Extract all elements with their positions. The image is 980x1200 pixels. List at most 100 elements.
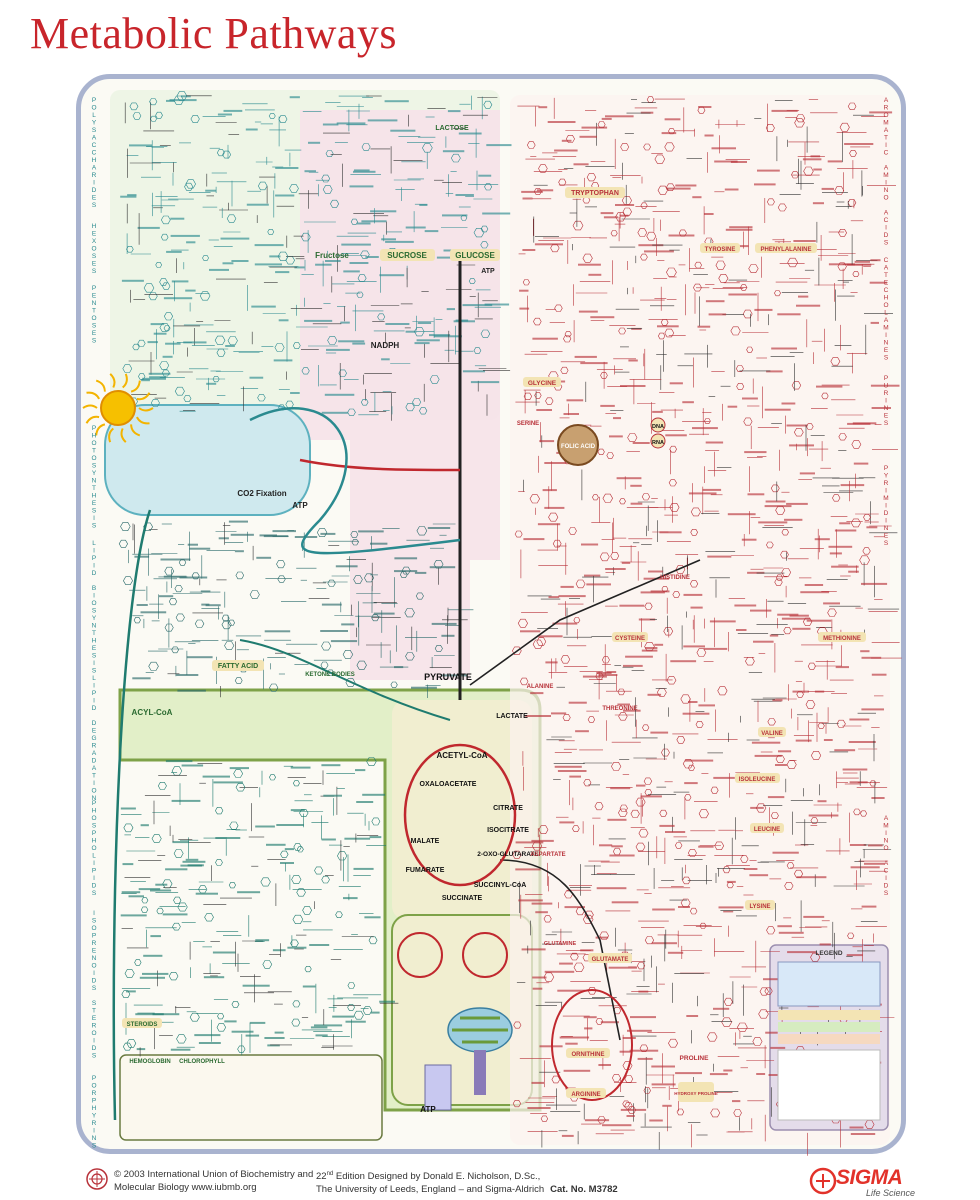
steroids-label: STEROIDS <box>127 1022 158 1028</box>
node-labels: SUCROSE Fructose GLUCOSE LACTOSE NADPH A… <box>122 125 866 1114</box>
calvin-cycle-line <box>249 407 461 555</box>
glutamine-label: GLUTAMINE <box>544 941 577 947</box>
legend-title: LEGEND <box>815 950 842 957</box>
tyrosine-label: TYROSINE <box>705 247 736 253</box>
acetyl-to-lipid-line <box>239 639 451 721</box>
ornithine-label: ORNITHINE <box>572 1052 605 1058</box>
glycine-label: GLYCINE <box>528 380 557 387</box>
hemoglobin-label: HEMOGLOBIN <box>129 1059 170 1065</box>
cysteine-label: CYSTEINE <box>615 636 645 642</box>
histidine-label: HISTIDINE <box>660 575 690 581</box>
tca-cycle-loop <box>403 743 517 887</box>
sucrose-label: SUCROSE <box>387 251 427 260</box>
membrane-channel <box>424 1064 452 1111</box>
lactate-label: LACTATE <box>496 713 528 720</box>
phenylalanine-label: PHENYLALANINE <box>760 247 811 253</box>
porphyrin-box <box>119 1054 383 1141</box>
amino-cross-line <box>469 559 701 686</box>
atp-label-photo: ATP <box>292 501 308 510</box>
isocitrate-label: ISOCITRATE <box>487 827 529 834</box>
iubmb-logo-icon <box>86 1168 108 1190</box>
sun-icon <box>82 373 154 443</box>
phosphate-teal-line <box>112 509 152 1121</box>
succinyl-coa-label: SUCCINYL-CoA <box>474 882 527 889</box>
citrate-label: CITRATE <box>493 805 523 812</box>
sigma-tagline: Life Science <box>866 1188 916 1198</box>
methionine-label: METHIONINE <box>823 636 861 642</box>
isoleucine-label: ISOLEUCINE <box>739 777 776 783</box>
hydroxy-proline-label: HYDROXY PROLINE <box>674 1091 717 1096</box>
photosynthesis-zone <box>104 404 311 516</box>
atp-synthase <box>424 1007 513 1111</box>
serine-label: SERINE <box>517 421 539 427</box>
atp-label-bottom: ATP <box>420 1105 436 1114</box>
glutamate-label: GLUTAMATE <box>592 957 629 963</box>
malate-label: MALATE <box>411 838 440 845</box>
mito-cycle-left <box>397 932 443 978</box>
valine-label: VALINE <box>761 731 783 737</box>
proline-label: PROLINE <box>680 1055 710 1062</box>
arginine-label: ARGININE <box>571 1092 600 1098</box>
atp-synthase-stalk <box>474 1050 486 1095</box>
threonine-label: THREONINE <box>602 706 637 712</box>
alanine-label: ALANINE <box>527 684 554 690</box>
chlorophyll-label: CHLOROPHYLL <box>179 1059 225 1065</box>
acetyl-coa-label: ACETYL-CoA <box>436 751 487 760</box>
dna-label: DNA <box>652 424 664 430</box>
fructose-label: Fructose <box>315 251 349 260</box>
folic-acid-label: FOLIC ACID <box>561 444 596 450</box>
atp-label-top: ATP <box>481 268 495 275</box>
footer: © 2003 International Union of Biochemist… <box>0 1160 980 1200</box>
succinate-label: SUCCINATE <box>442 895 483 902</box>
oxaloacetate-label: OXALOACETATE <box>420 781 477 788</box>
nadph-label: NADPH <box>371 341 400 350</box>
photosynthesis-link-line <box>299 458 461 472</box>
tryptophan-label: TRYPTOPHAN <box>571 190 619 197</box>
oxoglutarate-label: 2-OXO-GLUTARATE <box>477 851 539 858</box>
legend-swatches <box>777 961 881 1121</box>
pyruvate-label: PYRUVATE <box>424 672 472 682</box>
mito-cycle-right <box>462 932 508 978</box>
fatty-acid-label: FATTY ACID <box>218 663 258 670</box>
glucose-label: GLUCOSE <box>455 251 495 260</box>
aspartate-label: ASPARTATE <box>530 852 565 858</box>
ketone-bodies-label: KETONE BODIES <box>305 672 355 678</box>
folic-acid-hub: FOLIC ACID <box>557 424 599 466</box>
page-title: Metabolic Pathways <box>30 9 398 58</box>
fumarate-label: FUMARATE <box>406 867 445 874</box>
catalog-number: Cat. No. M3782 <box>550 1184 618 1196</box>
background-zones <box>104 90 890 1145</box>
acyl-coa-label: ACYL-CoA <box>132 708 173 717</box>
lactose-label: LACTOSE <box>435 125 469 132</box>
copyright-text: © 2003 International Union of Biochemist… <box>114 1169 314 1193</box>
sigma-wordmark: SIGMA <box>836 1166 903 1189</box>
atp-synthase-stripes <box>452 1016 508 1044</box>
rna-label: RNA <box>652 440 664 446</box>
main-pathway-lines <box>112 250 701 1121</box>
sigma-logo-icon <box>809 1167 837 1195</box>
aspartate-line <box>499 859 621 1041</box>
co2-fixation-label: CO2 Fixation <box>237 489 286 498</box>
lysine-label: LYSINE <box>749 904 770 910</box>
leucine-label: LEUCINE <box>754 827 780 833</box>
urea-cycle-loop <box>551 989 633 1101</box>
amino-acid-zone <box>510 95 890 1145</box>
edition-text: 22nd Edition Designed by Donald E. Nicho… <box>316 1171 618 1196</box>
